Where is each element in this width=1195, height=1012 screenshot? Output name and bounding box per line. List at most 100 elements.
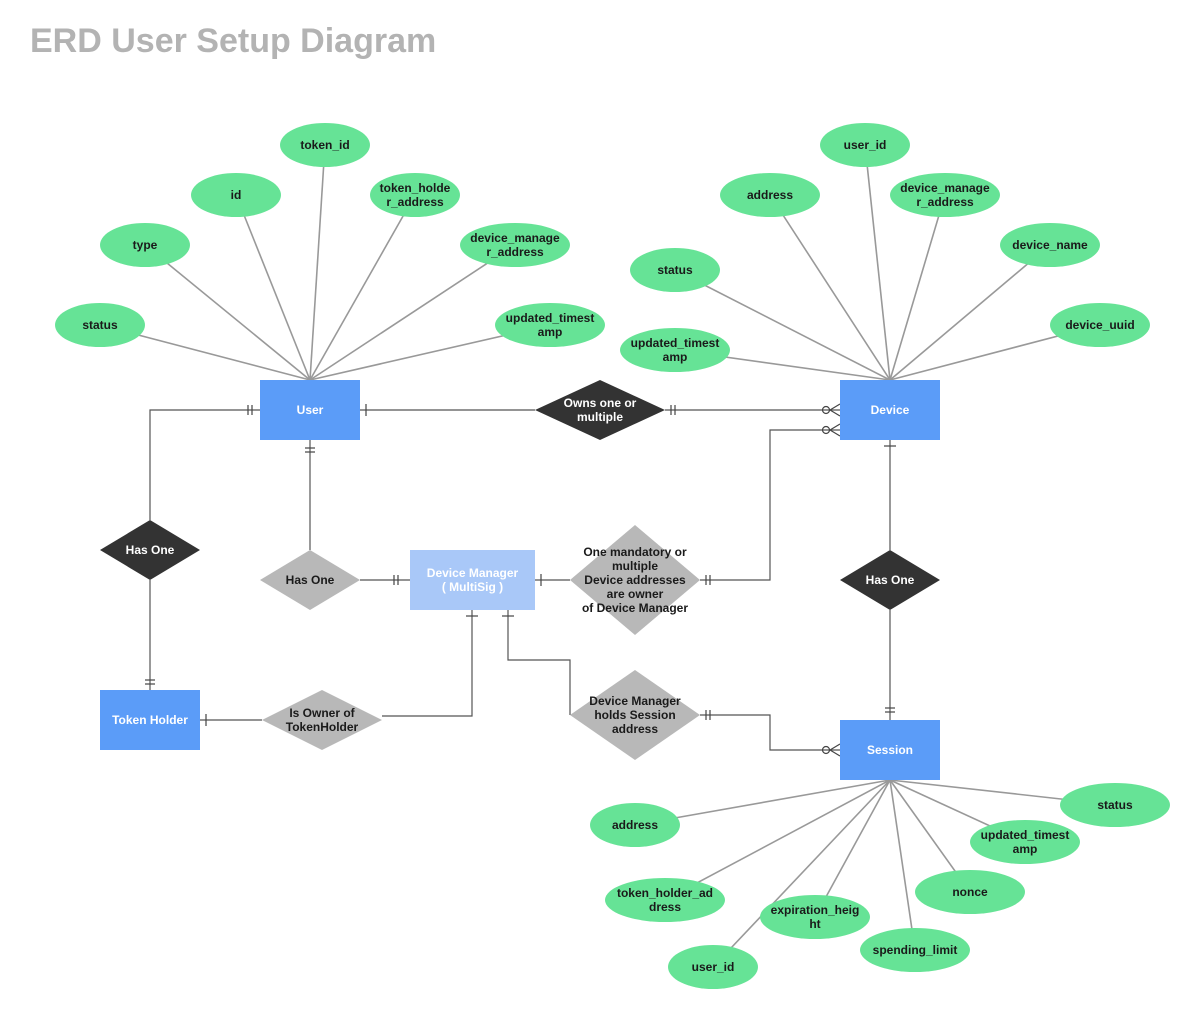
attribute-ellipse [1060, 783, 1170, 827]
device-attribute-user_id: user_id [820, 123, 910, 167]
device-attribute-connector [674, 269, 891, 381]
attribute-ellipse [668, 945, 758, 989]
device-attribute-device_name: device_name [1000, 223, 1100, 267]
user-attribute-connector [309, 244, 516, 381]
entity-label: Token Holder [112, 713, 188, 727]
user-attribute-connector [235, 194, 311, 381]
user-attribute-token_id: token_id [280, 123, 370, 167]
relationship-diamond [535, 380, 665, 440]
attribute-label: token_id [300, 138, 349, 152]
relationship-connector [149, 409, 260, 520]
cardinality-zero-mark [821, 405, 831, 415]
attribute-label: user_id [692, 960, 735, 974]
attribute-label: status [1097, 798, 1133, 812]
attribute-ellipse [890, 173, 1000, 217]
attribute-ellipse [495, 303, 605, 347]
user-attribute-type: type [100, 223, 190, 267]
cardinality-marks [145, 403, 896, 757]
relationship-diamond [262, 690, 382, 750]
attribute-ellipse [1000, 223, 1100, 267]
device-attribute-address: address [720, 173, 820, 217]
entity-box [100, 690, 200, 750]
relationship-label: Has One [866, 573, 915, 587]
attribute-ellipse [915, 870, 1025, 914]
relationship-label: Has One [126, 543, 175, 557]
attribute-label: nonce [952, 885, 988, 899]
attribute-ellipse [970, 820, 1080, 864]
session-attribute-spending_limit: spending_limit [860, 928, 970, 972]
attribute-label: address [612, 818, 658, 832]
entity-device: Device [840, 380, 940, 440]
relationship-diamond [570, 525, 700, 635]
cardinality-many-mark [829, 743, 841, 757]
relationship-connector [507, 610, 571, 715]
device-attribute-connector [864, 144, 891, 381]
device-attribute-status: status [630, 248, 720, 292]
diagram-title: ERD User Setup Diagram [30, 22, 437, 60]
entity-label: Session [867, 743, 913, 757]
entity-label: Device Manager( MultiSig ) [427, 566, 519, 594]
relationship-user-has-one-manager: Has One [260, 550, 360, 610]
attribute-ellipse [760, 895, 870, 939]
user-attribute-connector [144, 244, 311, 381]
session-attribute-connector [634, 779, 891, 826]
cardinality-zero-mark [821, 745, 831, 755]
attribute-ellipse [630, 248, 720, 292]
relationship-connectors [149, 409, 891, 751]
cardinality-many-mark [829, 403, 841, 417]
attribute-ellipse [55, 303, 145, 347]
attribute-label: spending_limit [873, 943, 958, 957]
attribute-label: user_id [844, 138, 887, 152]
session-attribute-connector [814, 779, 891, 918]
attribute-ellipse [860, 928, 970, 972]
relationship-user-has-one-token: Has One [100, 520, 200, 580]
attribute-ellipse [460, 223, 570, 267]
session-attribute-connector [664, 779, 891, 901]
entity-box [840, 720, 940, 780]
entity-box [410, 550, 535, 610]
relationship-connector [700, 714, 840, 751]
attribute-connectors [99, 144, 1116, 968]
entity-label: Device [871, 403, 910, 417]
attribute-ellipse [191, 173, 281, 217]
attribute-ellipse [1050, 303, 1150, 347]
session-attribute-connector [889, 779, 916, 951]
device-attribute-device_uuid: device_uuid [1050, 303, 1150, 347]
session-attribute-status: status [1060, 783, 1170, 827]
attribute-ellipse [605, 878, 725, 922]
entity-session: Session [840, 720, 940, 780]
entity-box [840, 380, 940, 440]
attribute-label: id [231, 188, 242, 202]
relationship-diamond [260, 550, 360, 610]
relationship-device-has-one-session: Has One [840, 550, 940, 610]
attribute-ellipse [280, 123, 370, 167]
user-attribute-connector [309, 144, 326, 381]
attribute-label: device_uuid [1065, 318, 1134, 332]
relationship-diamond [840, 550, 940, 610]
entity-label: User [297, 403, 324, 417]
attribute-ellipse [820, 123, 910, 167]
attribute-label: status [657, 263, 693, 277]
relationship-connector [382, 610, 473, 717]
user-attribute-connector [309, 194, 416, 381]
device-attribute-connector [769, 194, 891, 381]
attribute-ellipse [620, 328, 730, 372]
